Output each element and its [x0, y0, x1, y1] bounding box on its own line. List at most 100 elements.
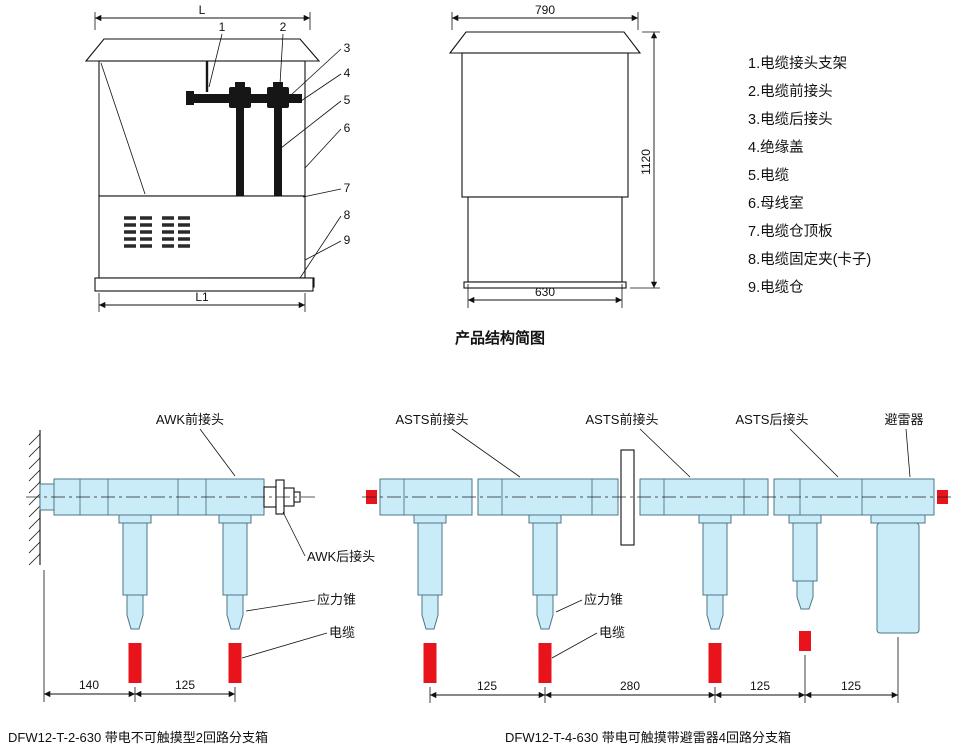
cable-drop-2	[218, 514, 252, 683]
front-view: 790 1120 630	[448, 3, 660, 308]
stress-cone	[421, 594, 439, 630]
surge-arrester	[870, 514, 926, 634]
cable-end	[128, 643, 142, 683]
stress-cone	[536, 594, 554, 630]
stress-cone	[796, 580, 814, 610]
leader-cable	[241, 632, 328, 659]
label-arrester: 避雷器	[884, 412, 923, 427]
legend-item-3: 3.电缆后接头	[748, 111, 833, 128]
cable-drop-3	[698, 514, 732, 683]
label-stress-cone: 应力锥	[584, 592, 623, 607]
label-asts-front-1: ASTS前接头	[396, 412, 469, 427]
drop-cylinder	[702, 522, 728, 596]
dim-790-label: 790	[535, 3, 555, 17]
stress-cone	[706, 594, 724, 630]
cable-drop-2	[528, 514, 562, 683]
cable-drop-4	[788, 514, 822, 651]
drop-cylinder	[122, 522, 148, 596]
busbar-4way	[379, 478, 935, 516]
stress-cone	[226, 594, 244, 630]
connector-nub-1	[235, 82, 245, 88]
drop-cylinder	[417, 522, 443, 596]
cable-drop-1	[118, 514, 152, 683]
dim-125-label: 125	[175, 678, 195, 692]
dim-1120-label: 1120	[639, 149, 653, 175]
leader-stress-cone	[245, 599, 316, 612]
connector-nub-2	[273, 82, 283, 88]
cable-2	[274, 108, 282, 262]
dimension-630: 630	[467, 284, 623, 308]
callout-4: 4	[344, 66, 351, 80]
front-upper-body	[461, 52, 629, 198]
legend-item-6: 6.母线室	[748, 195, 804, 212]
dimension-chain: 125 280 125 125	[429, 637, 899, 703]
cable-compartment	[98, 195, 306, 279]
arrester-body	[876, 522, 920, 634]
caption-4way: DFW12-T-4-630 带电可触摸带避雷器4回路分支箱	[505, 730, 791, 745]
drop-collar	[218, 514, 252, 524]
t-connector-2	[267, 87, 289, 108]
label-cable: 电缆	[599, 625, 625, 640]
wall-hatch	[28, 430, 41, 566]
dim-125b-label: 125	[750, 679, 770, 693]
front-base	[463, 281, 627, 289]
label-asts-rear: ASTS后接头	[736, 412, 809, 427]
callouts: 1 2 3 4 5 6 7 8 9	[219, 20, 351, 247]
legend-item-4: 4.绝缘盖	[748, 139, 804, 156]
door-swing-line	[100, 62, 146, 195]
cable-end	[423, 643, 437, 683]
drop-cylinder	[222, 522, 248, 596]
dim-280-label: 280	[620, 679, 640, 693]
front-roof	[448, 31, 642, 54]
diagram-4way: ASTS前接头 ASTS前接头 ASTS后接头 避雷器 应力锥 电缆 125 2…	[362, 412, 952, 745]
drop-cylinder	[792, 522, 818, 582]
section-caption: 产品结构简图	[455, 329, 545, 347]
mounting-plate	[620, 449, 635, 546]
stress-cone	[126, 594, 144, 630]
cable-drop-1	[413, 514, 447, 683]
legend-item-8: 8.电缆固定夹(卡子)	[748, 251, 871, 268]
vent-grille	[124, 216, 190, 248]
drop-collar	[788, 514, 822, 524]
cable-end	[799, 631, 811, 651]
callout-7: 7	[344, 181, 351, 195]
caption-2way: DFW12-T-2-630 带电不可触摸型2回路分支箱	[8, 730, 268, 745]
label-stress-cone: 应力锥	[317, 592, 356, 607]
legend-item-1: 1.电缆接头支架	[748, 55, 847, 72]
dimension-L1: L1	[98, 290, 306, 312]
dimension-140: 140 125	[43, 570, 236, 702]
legend-item-9: 9.电缆仓	[748, 279, 804, 296]
dimension-L: L	[94, 3, 311, 30]
front-lower-body	[467, 196, 623, 283]
cable-end	[538, 643, 552, 683]
dimension-1120: 1120	[630, 31, 660, 289]
label-awk-rear: AWK后接头	[307, 549, 375, 564]
label-asts-front-2: ASTS前接头	[586, 412, 659, 427]
t-connector-1	[229, 87, 251, 108]
side-view: L	[84, 3, 351, 312]
cabinet-base	[94, 277, 314, 292]
drop-cylinder	[532, 522, 558, 596]
leader-front-plug-2	[639, 428, 691, 478]
drop-collar	[528, 514, 562, 524]
cable-end	[228, 643, 242, 683]
legend-item-5: 5.电缆	[748, 167, 789, 184]
leader-arrester	[905, 428, 911, 478]
dim-L1-label: L1	[195, 290, 209, 304]
dimension-790: 790	[451, 3, 639, 30]
drop-collar	[413, 514, 447, 524]
arrester-collar	[870, 514, 926, 524]
callout-8: 8	[344, 208, 351, 222]
callout-5: 5	[344, 93, 351, 107]
leader-rear-plug	[282, 511, 306, 557]
callout-6: 6	[344, 121, 351, 135]
callout-1: 1	[219, 20, 226, 34]
dim-630-label: 630	[535, 285, 555, 299]
cable-end	[708, 643, 722, 683]
cable-1	[236, 108, 244, 262]
dim-L-label: L	[199, 3, 206, 17]
callout-3: 3	[344, 41, 351, 55]
dim-125a-label: 125	[477, 679, 497, 693]
